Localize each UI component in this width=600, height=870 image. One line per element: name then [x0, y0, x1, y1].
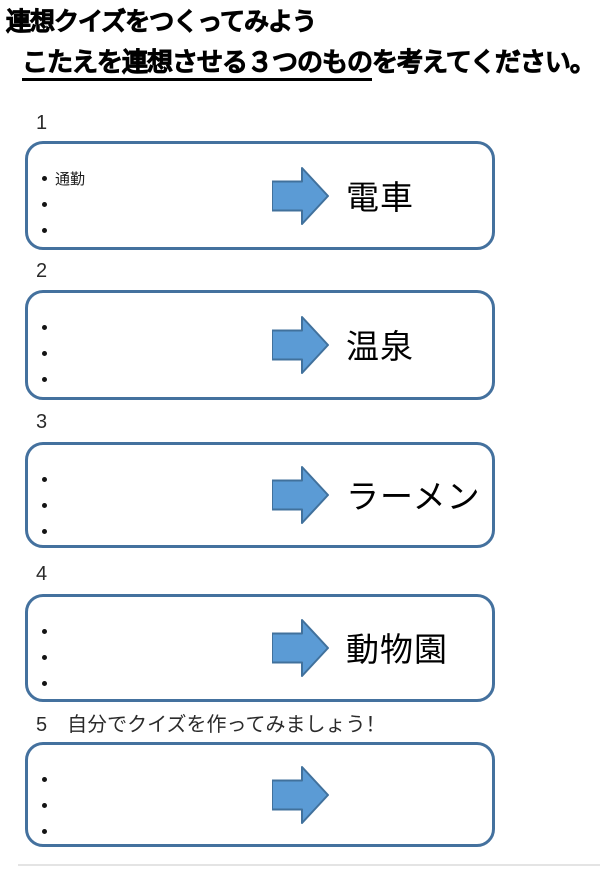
right-arrow-icon — [272, 166, 329, 225]
bullet-dot-icon — [42, 528, 47, 534]
bullet-line — [42, 466, 55, 492]
bullet-list — [42, 314, 55, 392]
answer-text: 温泉 — [346, 328, 414, 366]
quiz-box-5 — [25, 742, 495, 847]
bullet-line — [42, 340, 55, 366]
bullet-line: 通勤 — [42, 165, 85, 191]
bullet-dot-icon — [42, 502, 47, 508]
answer-text: 動物園 — [346, 631, 448, 669]
section-4-number: 4 — [36, 563, 48, 585]
quiz-box-4: 動物園 — [25, 594, 495, 702]
bullet-line — [42, 366, 55, 392]
bullet-list: 通勤 — [42, 165, 85, 243]
bullet-line — [42, 314, 55, 340]
bullet-dot-icon — [42, 776, 47, 782]
section-5-label: 5 自分でクイズを作ってみましょう！ — [36, 708, 386, 737]
bullet-dot-icon — [42, 828, 47, 834]
bullet-line — [42, 618, 55, 644]
bullet-line — [42, 191, 85, 217]
title-line2-underlined: こたえを連想させる３つのもの — [22, 47, 373, 81]
answer-text: ラーメン — [346, 478, 481, 516]
right-arrow-icon — [272, 619, 329, 677]
bullet-dot-icon — [42, 376, 47, 382]
right-arrow-icon — [272, 466, 329, 524]
quiz-box-1: 通勤 電車 — [25, 141, 495, 250]
bullet-line — [42, 492, 55, 518]
section-3-label: 3 — [36, 411, 67, 434]
right-arrow-icon — [272, 765, 329, 824]
bullet-dot-icon — [42, 628, 47, 634]
section-5-note: 自分でクイズを作ってみましょう！ — [67, 714, 386, 736]
page-bottom-edge — [18, 864, 600, 866]
bullet-dot-icon — [42, 175, 47, 181]
section-3-number: 3 — [36, 411, 48, 433]
title-line2-rest: を考えてください。 — [372, 47, 597, 78]
bullet-text: 通勤 — [55, 170, 86, 188]
bullet-line — [42, 792, 55, 818]
section-2-label: 2 — [36, 260, 67, 283]
section-1-label: 1 — [36, 112, 67, 135]
bullet-dot-icon — [42, 201, 47, 207]
bullet-dot-icon — [42, 680, 47, 686]
section-5-number: 5 — [36, 714, 48, 736]
bullet-dot-icon — [42, 227, 47, 233]
section-1-number: 1 — [36, 112, 48, 134]
bullet-line — [42, 217, 85, 243]
bullet-list — [42, 618, 55, 696]
bullet-list — [42, 466, 55, 544]
bullet-dot-icon — [42, 476, 47, 482]
quiz-box-3: ラーメン — [25, 442, 495, 548]
bullet-dot-icon — [42, 802, 47, 808]
page-title: 連想クイズをつくってみよう こたえを連想させる３つのものを考えてください。 — [6, 2, 597, 81]
bullet-line — [42, 818, 55, 844]
bullet-dot-icon — [42, 654, 47, 660]
right-arrow-icon — [272, 316, 329, 374]
bullet-line — [42, 670, 55, 696]
title-line2: こたえを連想させる３つのものを考えてください。 — [22, 42, 597, 81]
bullet-dot-icon — [42, 324, 47, 330]
bullet-dot-icon — [42, 350, 47, 356]
bullet-list — [42, 766, 55, 844]
title-line1: 連想クイズをつくってみよう — [6, 8, 318, 37]
answer-text: 電車 — [346, 178, 414, 216]
bullet-line — [42, 766, 55, 792]
section-4-label: 4 — [36, 563, 67, 586]
section-2-number: 2 — [36, 260, 48, 282]
bullet-line — [42, 518, 55, 544]
quiz-box-2: 温泉 — [25, 290, 495, 400]
bullet-line — [42, 644, 55, 670]
